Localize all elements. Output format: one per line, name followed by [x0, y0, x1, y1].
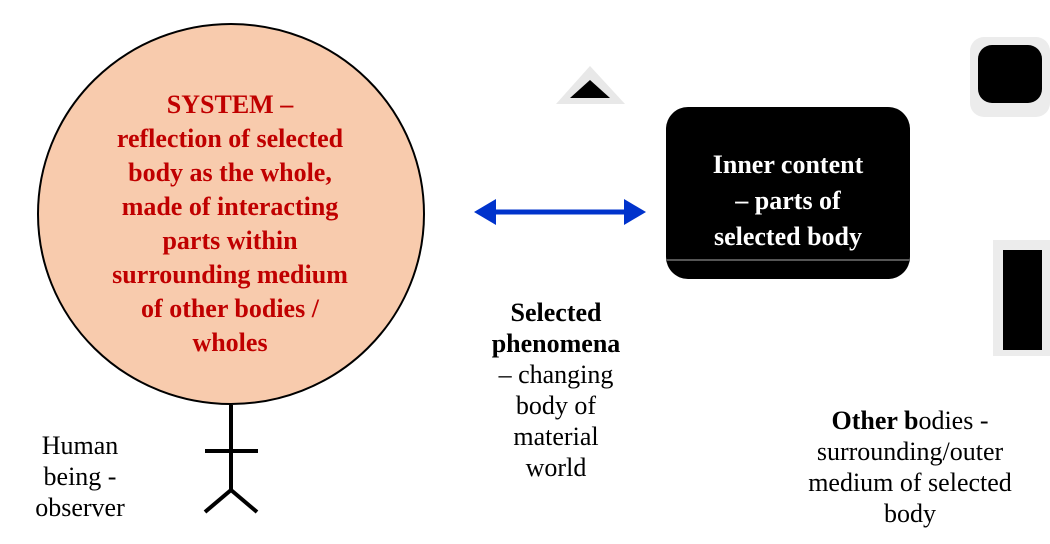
system-line: surrounding medium	[112, 260, 348, 289]
inner-content-line: – parts of	[735, 186, 841, 215]
phenomena-bold-line: phenomena	[491, 329, 621, 358]
observer-figure-icon	[203, 405, 259, 514]
system-line: made of interacting	[121, 192, 339, 221]
system-line: body as the whole,	[128, 158, 332, 187]
observer-line: being -	[43, 462, 117, 491]
system-line: reflection of selected	[116, 124, 344, 153]
triangle-icon	[556, 66, 625, 104]
observer-line: Human	[41, 431, 119, 460]
inner-content-box: Inner content – parts of selected body	[666, 107, 910, 279]
other-bodies-bold: Other b	[831, 406, 919, 435]
other-bodies-label: Other bodies - surrounding/outer medium …	[770, 405, 1050, 529]
vertical-bar-icon	[993, 240, 1050, 356]
inner-content-line: selected body	[713, 222, 863, 251]
observer-line: observer	[35, 493, 125, 522]
phenomena-line: world	[525, 453, 587, 482]
inner-box-divider	[666, 259, 910, 261]
other-bodies-line: surrounding/outer	[816, 437, 1004, 466]
system-line: wholes	[192, 328, 268, 357]
inner-content-line: Inner content	[712, 150, 864, 179]
double-arrow-icon	[474, 199, 646, 225]
system-line: of other bodies /	[141, 294, 319, 323]
other-bodies-normal: odies -	[918, 406, 989, 435]
system-title: SYSTEM –	[166, 90, 294, 119]
system-description: SYSTEM – reflection of selected body as …	[60, 88, 400, 360]
phenomena-bold-line: Selected	[510, 298, 602, 327]
observer-label: Human being - observer	[10, 430, 150, 523]
rounded-rect-icon	[970, 37, 1050, 117]
phenomena-line: body of	[515, 391, 597, 420]
other-bodies-line: medium of selected	[808, 468, 1012, 497]
phenomena-line: – changing	[498, 360, 614, 389]
selected-phenomena-label: Selected phenomena – changing body of ma…	[466, 297, 646, 483]
other-bodies-line: body	[884, 499, 936, 528]
phenomena-line: material	[513, 422, 599, 451]
system-circle	[37, 23, 425, 405]
system-line: parts within	[162, 226, 298, 255]
